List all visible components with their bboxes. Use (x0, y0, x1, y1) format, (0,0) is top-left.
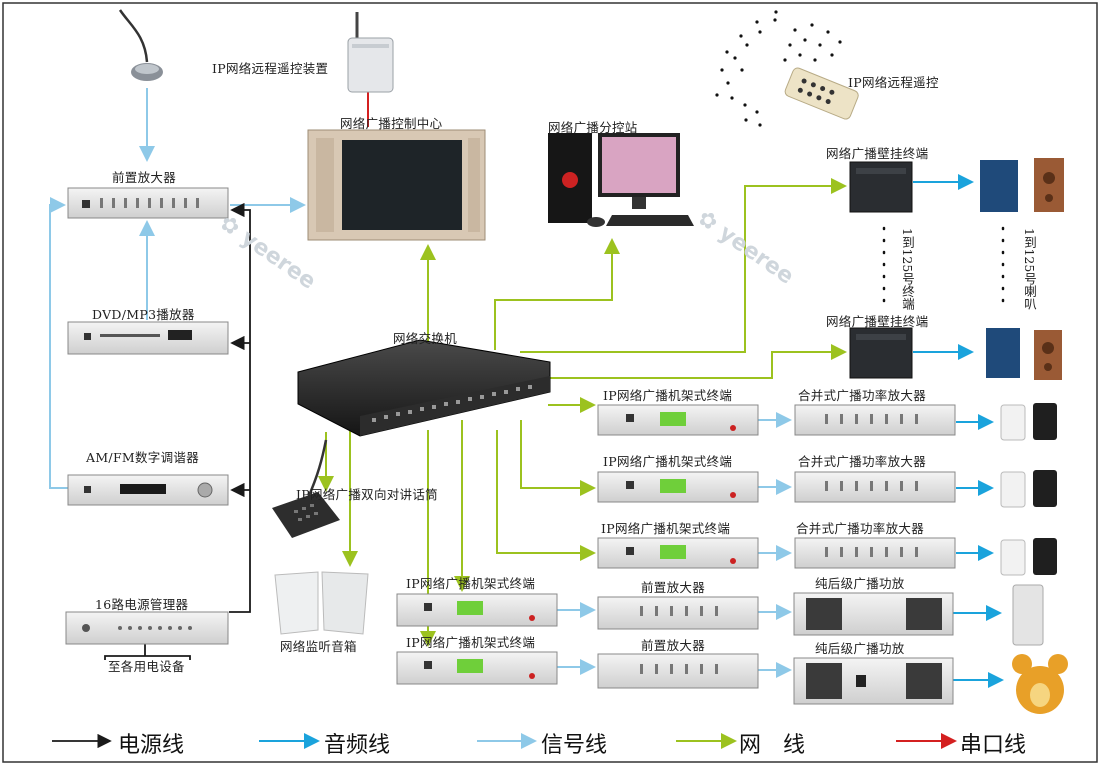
wall-speakers-2 (986, 328, 1062, 380)
label-ip-remote: IP网络远程遥控 (848, 75, 939, 90)
gooseneck-mic (118, 9, 163, 81)
rack-terminal-5 (396, 651, 558, 685)
power-bracket (104, 655, 191, 660)
monitor-speakers (274, 571, 369, 635)
label-preamp-2: 前置放大器 (641, 580, 706, 595)
label-intercom-mic: IP网络广播双向对讲话筒 (296, 487, 438, 502)
dvd-rack (67, 321, 229, 355)
label-to-devices: 至各用电设备 (108, 659, 185, 674)
rack-terminal-2 (597, 471, 759, 503)
label-rack-terminal-5: IP网络广播机架式终端 (406, 635, 536, 650)
label-amp-3: 合并式广播功率放大器 (796, 521, 925, 536)
label-am-fm-tuner: AM/FM数字调谐器 (86, 450, 200, 465)
preamp-3 (597, 653, 759, 689)
pure-amp-1 (793, 592, 954, 636)
legend-audio: 音频线 (324, 733, 391, 758)
net-switch-to-wall1 (520, 178, 847, 353)
wall-speakers-1 (980, 158, 1064, 212)
label-amp-2: 合并式广播功率放大器 (798, 454, 927, 469)
label-rack-terminal-2: IP网络广播机架式终端 (603, 454, 733, 469)
label-wall-terminal-1: 网络广播壁挂终端 (826, 146, 929, 161)
wall-terminal-2 (849, 327, 913, 379)
net-switch-to-rack3 (496, 430, 596, 561)
remote-dots (715, 10, 842, 127)
preamp-rack (67, 187, 229, 219)
rack-terminal-3 (597, 537, 759, 569)
remote-control (784, 67, 859, 120)
speaker-pair-2 (1000, 470, 1057, 508)
rack-terminal-1 (597, 404, 759, 436)
legend-serial: 串口线 (960, 733, 1027, 758)
wall-terminal-1 (849, 161, 913, 213)
label-pure-amp-2: 纯后级广播功放 (815, 641, 905, 656)
label-preamp-3: 前置放大器 (641, 638, 706, 653)
label-switch: 网络交换机 (393, 331, 458, 346)
label-terminals-range: 1到125号终端 (900, 228, 915, 310)
rack-terminal-4 (396, 593, 558, 627)
amp-3 (794, 537, 956, 569)
label-control-center: 网络广播控制中心 (340, 116, 443, 131)
label-dvd-player: DVD/MP3播放器 (92, 307, 195, 322)
pure-amp-2 (793, 657, 954, 705)
column-speaker (1012, 584, 1044, 646)
label-monitor-speakers: 网络监听音箱 (280, 639, 357, 654)
koala-speaker (1012, 654, 1068, 714)
power-manager-rack (65, 611, 229, 645)
label-rack-terminal-3: IP网络广播机架式终端 (601, 521, 731, 536)
label-ip-remote-device: IP网络远程遥控装置 (212, 61, 329, 76)
label-pure-amp-1: 纯后级广播功放 (815, 576, 905, 591)
network-switch (297, 339, 551, 437)
amp-2 (794, 471, 956, 503)
amp-1 (794, 404, 956, 436)
tuner-to-preamp-line (49, 197, 68, 489)
tuner-rack (67, 474, 229, 506)
net-switch-to-rack2 (520, 420, 596, 496)
substation-pc (548, 133, 694, 227)
net-switch-to-substation (494, 238, 620, 350)
label-power-manager: 16路电源管理器 (95, 597, 189, 612)
legend-network: 网 线 (739, 733, 806, 758)
speaker-pair-3 (1000, 538, 1057, 576)
label-wall-terminal-2: 网络广播壁挂终端 (826, 314, 929, 329)
preamp-2 (597, 596, 759, 630)
legend-power: 电源线 (118, 733, 185, 758)
ip-remote-device (347, 12, 394, 93)
label-sub-station: 网络广播分控站 (548, 120, 638, 135)
label-preamp: 前置放大器 (112, 170, 177, 185)
label-rack-terminal-4: IP网络广播机架式终端 (406, 576, 536, 591)
power-line-preamp (229, 202, 251, 613)
label-rack-terminal-1: IP网络广播机架式终端 (603, 388, 733, 403)
net-switch-to-wall2 (545, 344, 847, 379)
speaker-pair-1 (1000, 403, 1057, 441)
intercom-mic (272, 439, 340, 538)
label-amp-1: 合并式广播功率放大器 (798, 388, 927, 403)
legend-signal: 信号线 (541, 733, 608, 758)
control-center-monitor (307, 129, 486, 241)
label-speakers-range: 1到125号喇叭 (1022, 228, 1037, 310)
